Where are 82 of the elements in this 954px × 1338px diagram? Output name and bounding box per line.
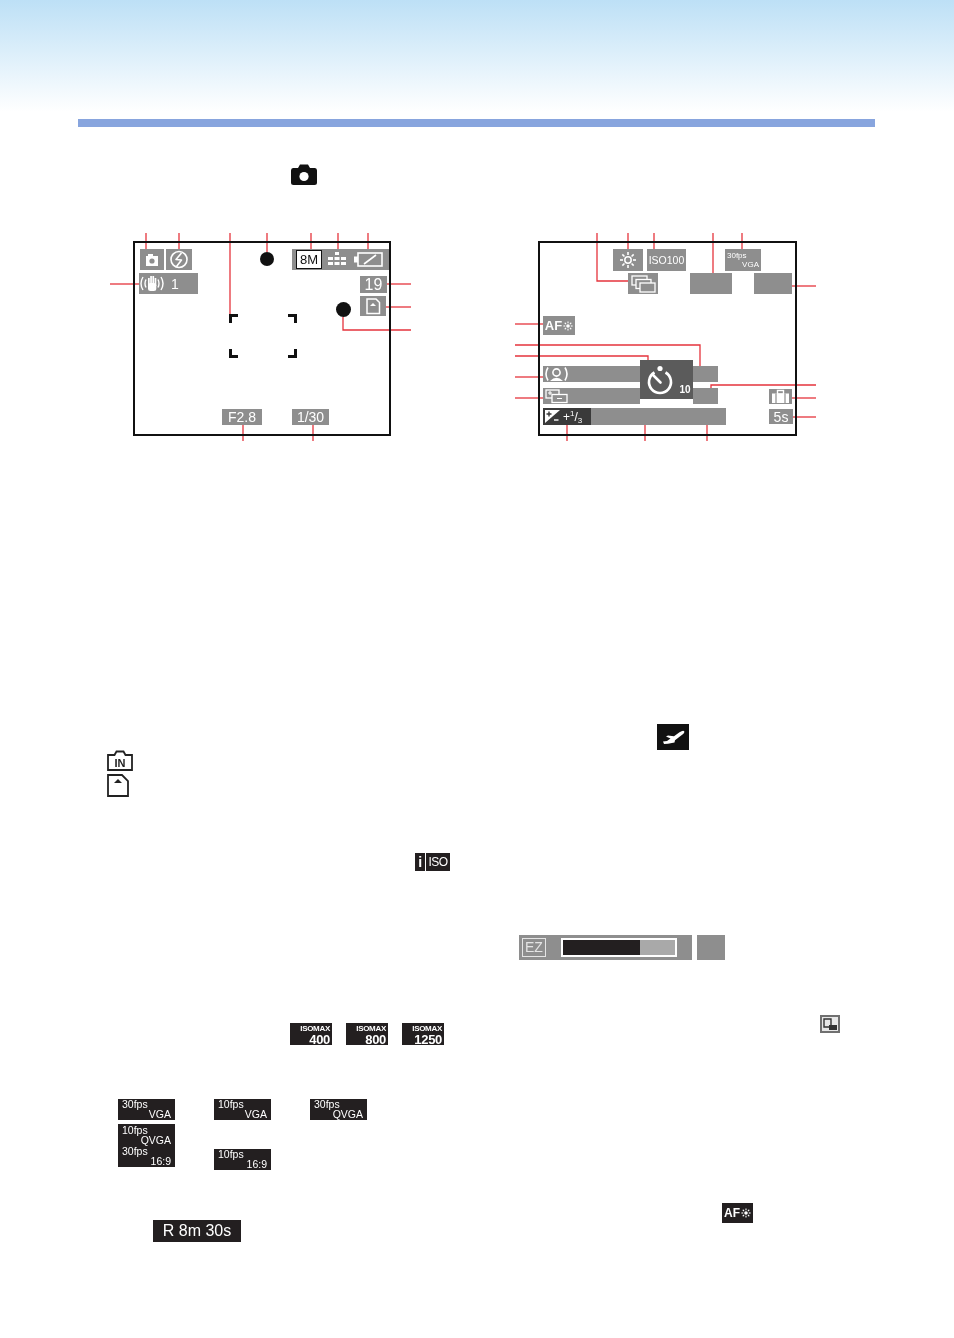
- picture-size-label: 8M: [296, 250, 322, 269]
- lcd-screen: [538, 241, 797, 436]
- status-bar: [693, 366, 718, 382]
- leader-line: [514, 376, 544, 378]
- recording-quality-label: 10fps 16:9: [214, 1149, 271, 1170]
- dot-icon: [260, 252, 274, 266]
- remaining-time-label: R 8m 30s: [153, 1220, 241, 1242]
- leader-line: [514, 323, 544, 325]
- indicator-block: [754, 273, 792, 294]
- camera-icon: [140, 249, 164, 270]
- af-label: AF: [544, 319, 563, 332]
- time-value: 5s: [769, 409, 793, 424]
- suitcase-icon: [769, 389, 792, 404]
- status-indicator: [640, 360, 693, 399]
- leader-line: [566, 424, 568, 442]
- leader-line: [514, 344, 701, 367]
- timer-seconds: 10: [679, 385, 691, 395]
- leader-line: [644, 424, 646, 442]
- leader-line: [514, 397, 544, 399]
- leader-line: [178, 232, 180, 250]
- status-bar: [543, 366, 640, 382]
- shutter-speed-value: 1/30: [292, 409, 329, 425]
- af-label: AF: [724, 1207, 740, 1219]
- leader-line: [229, 232, 231, 315]
- leader-line: [791, 285, 817, 287]
- leader-line: [385, 306, 412, 308]
- aperture-value: F2.8: [222, 409, 262, 425]
- leader-line: [342, 316, 412, 331]
- recording-quality-label: 30fps VGA: [725, 249, 761, 271]
- recording-quality-label: 30fps QVGA: [310, 1099, 367, 1120]
- status-bar: [693, 388, 718, 404]
- leader-line: [514, 355, 649, 361]
- shot-count: 19: [360, 276, 387, 293]
- leader-line: [706, 424, 708, 442]
- leader-line: [791, 397, 817, 399]
- leader-line: [312, 424, 314, 442]
- status-bar: [543, 408, 726, 425]
- recording-quality-label: 10fps VGA: [214, 1099, 271, 1120]
- status-indicator: [139, 273, 198, 294]
- recording-quality-panel: [118, 1124, 175, 1167]
- leader-line: [627, 232, 629, 250]
- leader-line: [145, 232, 147, 250]
- status-bar: [292, 249, 389, 270]
- leader-line: [310, 232, 312, 251]
- zoom-label: EZ: [522, 938, 546, 957]
- focus-frame-icon: [229, 314, 297, 358]
- internal-memory-indicator: IN: [107, 750, 133, 771]
- recording-quality-label: 30fps 16:9: [121, 1146, 172, 1167]
- leader-line: [109, 283, 140, 285]
- sun-icon: [613, 249, 643, 271]
- stacked-frames-icon: [628, 273, 658, 294]
- leader-line: [653, 232, 655, 250]
- leader-line: [337, 232, 339, 250]
- status-bar: [543, 388, 640, 404]
- status-indicator: [722, 1203, 753, 1223]
- bracket-frames-icon: [543, 388, 570, 404]
- leader-line: [741, 232, 743, 250]
- memory-card-icon: [360, 296, 386, 316]
- zoom-bar: [519, 935, 692, 960]
- lcd-screen: [133, 241, 391, 436]
- recording-quality-label: 10fps QVGA: [121, 1125, 172, 1146]
- status-indicator: [543, 408, 591, 425]
- leader-line: [367, 232, 369, 250]
- leader-line: [596, 232, 629, 282]
- mode-prefix-label: i: [415, 853, 425, 871]
- dot-icon: [336, 302, 351, 317]
- indicator-block: [690, 273, 732, 294]
- recording-quality-label: 30fps VGA: [118, 1099, 175, 1120]
- iso-label: ISO: [426, 853, 450, 871]
- stabilizer-mode-number: 1: [171, 276, 179, 291]
- status-indicator: [543, 316, 575, 335]
- face-icon: [543, 366, 570, 382]
- indicator-block: [697, 935, 725, 960]
- leader-line: [242, 424, 244, 442]
- leader-line: [792, 416, 817, 418]
- exposure-value: +$^{1}$/$_{3}$: [563, 410, 583, 423]
- iso-value: ISO100: [647, 249, 686, 271]
- flash-off-icon: [166, 249, 192, 270]
- leader-line: [266, 232, 268, 253]
- leader-line: [712, 232, 714, 274]
- leader-line: [710, 384, 817, 389]
- battery-icon: [352, 249, 384, 270]
